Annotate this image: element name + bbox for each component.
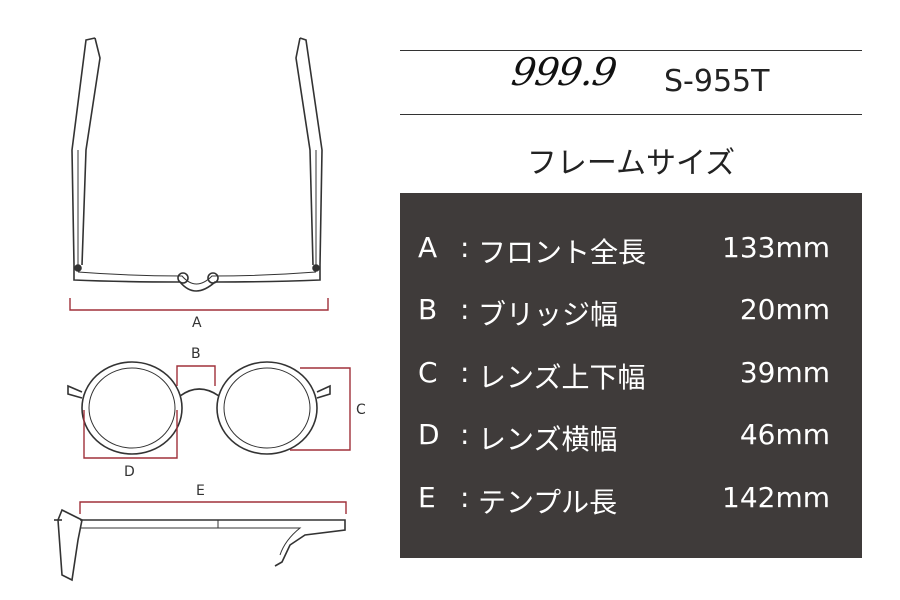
spec-letter: A — [418, 231, 438, 264]
frame-side-view — [54, 508, 346, 582]
spec-panel: A : フロント全長 133mm B : ブリッジ幅 20mm C : レンズ上… — [400, 193, 862, 558]
section-title: フレームサイズ — [526, 146, 736, 181]
spec-colon: : — [460, 356, 470, 389]
spec-colon: : — [460, 231, 470, 264]
dimension-e — [79, 501, 347, 514]
spec-letter: C — [418, 356, 438, 389]
spec-value: 20mm — [739, 293, 830, 326]
dimension-b-label: B — [191, 346, 201, 362]
spec-row-bridge-width: B : ブリッジ幅 20mm — [400, 293, 862, 333]
spec-row-temple-length: E : テンプル長 142mm — [400, 481, 862, 521]
frame-size-diagram: A B C D E — [54, 37, 366, 582]
spec-colon: : — [460, 293, 470, 326]
dimension-d-label: D — [124, 464, 135, 480]
spec-colon: : — [460, 418, 470, 451]
model-number: S-955T — [664, 64, 770, 99]
dimension-a-label: A — [192, 315, 202, 331]
spec-label: テンプル長 — [478, 486, 618, 519]
spec-row-front-width: A : フロント全長 133mm — [400, 231, 862, 271]
spec-value: 142mm — [722, 481, 830, 514]
spec-letter: B — [418, 293, 438, 326]
dimension-e-label: E — [196, 483, 205, 499]
frame-top-view — [71, 37, 323, 292]
dimension-b — [176, 365, 216, 386]
frame-front-view — [67, 361, 331, 455]
spec-letter: E — [418, 481, 436, 514]
dimension-c — [290, 367, 351, 451]
header-bottom-rule — [400, 114, 862, 115]
dimension-d — [83, 410, 178, 459]
spec-label: フロント全長 — [478, 236, 647, 269]
spec-row-lens-height: C : レンズ上下幅 39mm — [400, 356, 862, 396]
header-top-rule — [400, 50, 862, 51]
spec-value: 39mm — [739, 356, 830, 389]
spec-letter: D — [418, 418, 440, 451]
spec-value: 133mm — [722, 231, 830, 264]
spec-label: レンズ上下幅 — [478, 361, 646, 394]
spec-label: レンズ横幅 — [478, 423, 618, 456]
dimension-a — [69, 298, 329, 311]
spec-row-lens-width: D : レンズ横幅 46mm — [400, 418, 862, 458]
dimension-c-label: C — [356, 402, 366, 418]
spec-label: ブリッジ幅 — [478, 298, 619, 331]
brand-logo: 999.9 — [508, 50, 619, 94]
spec-value: 46mm — [739, 418, 830, 451]
spec-colon: : — [460, 481, 470, 514]
